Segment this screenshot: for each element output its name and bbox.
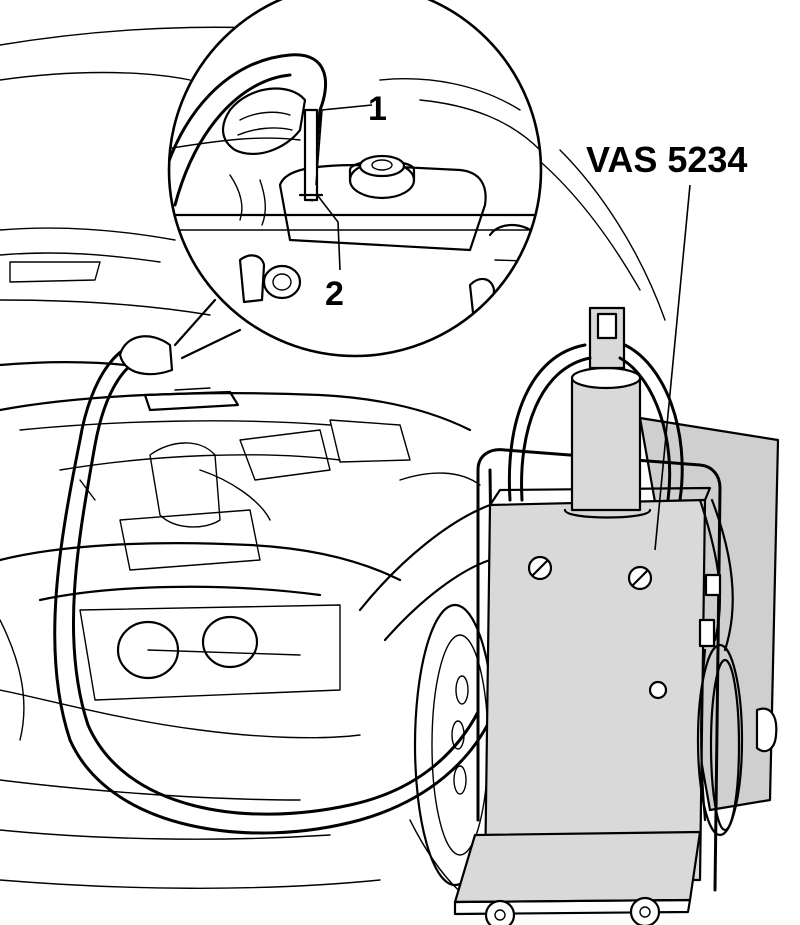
callout-leaders [315,104,691,551]
leader-1 [315,104,373,186]
leader-2 [317,195,341,271]
detail-inset [167,0,543,360]
car-body [0,0,666,901]
inset-contents [169,53,541,324]
bleeding-device [453,306,780,925]
callout-label-2: 2 [325,275,344,313]
bleeder-hose [53,335,492,835]
callout-label-1: 1 [368,90,387,128]
leader-vas-5234 [654,184,691,551]
callout-label-vas-5234: VAS 5234 [586,139,747,180]
